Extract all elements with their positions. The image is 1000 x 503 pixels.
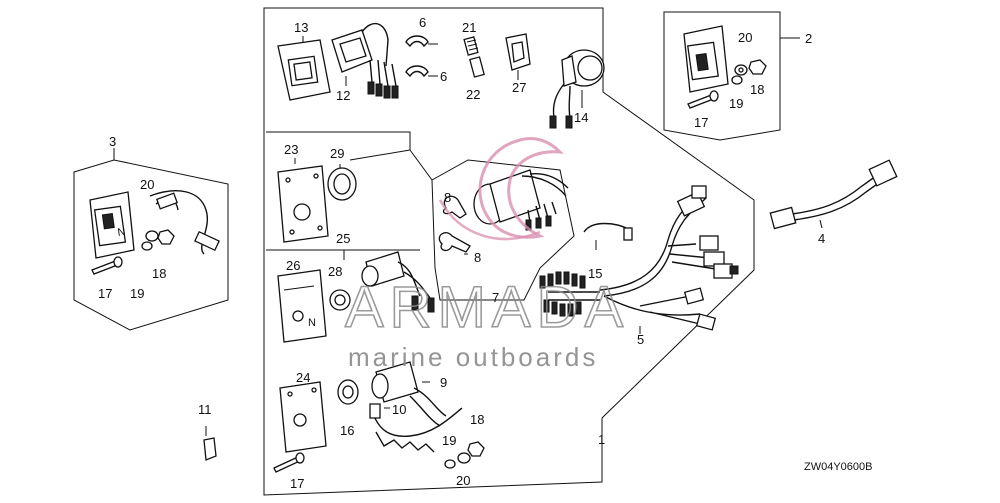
wire-10 — [369, 403, 463, 453]
ignition-switch-7 — [473, 169, 569, 231]
callout-23: 23 — [284, 142, 298, 157]
switch-panel-2 — [683, 25, 729, 93]
watermark-tagline: marine outboards — [348, 342, 598, 372]
callout-7: 7 — [492, 290, 499, 305]
callout-14: 14 — [574, 110, 588, 125]
screw-17-a — [687, 90, 719, 109]
callout-6-lower: 6 — [440, 69, 447, 84]
watermark-ornament-icon-2 — [438, 199, 541, 241]
screw-17-c — [273, 452, 305, 473]
callout-18-a: 18 — [750, 82, 764, 97]
key-8-lower — [438, 232, 471, 255]
callout-17-b: 17 — [98, 286, 112, 301]
callout-25: 25 — [336, 231, 350, 246]
clip-6-upper — [405, 35, 438, 48]
nut-16 — [337, 379, 359, 405]
inner-group-outline — [266, 131, 575, 301]
callout-19-a: 19 — [729, 96, 743, 111]
washer-20-b — [145, 230, 159, 242]
n-mark-3: N — [117, 226, 127, 239]
callout-27: 27 — [512, 80, 526, 95]
n-mark-26: N — [308, 317, 316, 329]
plate-26: N — [277, 269, 327, 343]
clip-6-lower — [405, 65, 438, 78]
callout-3: 3 — [109, 134, 116, 149]
callout-20-c: 20 — [456, 473, 470, 488]
callout-28: 28 — [328, 264, 342, 279]
screw-21 — [463, 36, 479, 56]
nut-18-c — [467, 441, 485, 457]
callout-5: 5 — [637, 332, 644, 347]
switch-9 — [371, 361, 447, 427]
callout-21: 21 — [462, 20, 476, 35]
washer-19-b — [141, 241, 153, 251]
ring-29 — [327, 164, 357, 201]
callout-2: 2 — [805, 31, 812, 46]
assembly-2-outline — [663, 11, 781, 141]
screw-17-b — [91, 256, 123, 275]
callout-9: 9 — [440, 375, 447, 390]
wire-harness-3 — [149, 190, 220, 255]
nut-18-b — [157, 229, 175, 245]
main-assembly-outline — [263, 7, 755, 496]
callout-17-a: 17 — [694, 115, 708, 130]
callout-19-b: 19 — [130, 286, 144, 301]
clip-11 — [203, 426, 217, 461]
callout-22: 22 — [466, 87, 480, 102]
callout-18-b: 18 — [152, 266, 166, 281]
callout-6-upper: 6 — [419, 15, 426, 30]
callout-20-b: 20 — [140, 177, 154, 192]
diagram-code: ZW04Y0600B — [804, 461, 872, 473]
washer-19-a — [731, 75, 743, 85]
switch-12 — [331, 22, 399, 99]
callout-26: 26 — [286, 258, 300, 273]
switch-panel-3: N — [89, 191, 135, 259]
callout-13: 13 — [294, 20, 308, 35]
callout-19-c: 19 — [442, 433, 456, 448]
watermark-brand: ARMADA — [345, 275, 629, 340]
callout-4: 4 — [818, 231, 825, 246]
callout-16: 16 — [340, 423, 354, 438]
washer-20-c — [457, 452, 471, 464]
callout-1: 1 — [598, 432, 605, 447]
callout-15: 15 — [588, 266, 602, 281]
switch-25 — [343, 250, 435, 313]
pin-22 — [469, 56, 485, 78]
callout-8-upper: 8 — [444, 190, 451, 205]
nut-18-a — [748, 59, 767, 75]
callout-18-c: 18 — [470, 412, 484, 427]
bracket-27 — [505, 33, 531, 80]
washer-19-c — [444, 459, 456, 469]
watermark: ARMADA marine outboards — [344, 137, 629, 372]
callout-11: 11 — [198, 402, 212, 417]
main-harness-5 — [539, 185, 739, 334]
callout-29: 29 — [330, 146, 344, 161]
washer-20-a — [734, 64, 748, 76]
callout-12: 12 — [336, 88, 350, 103]
plate-24 — [279, 381, 327, 453]
callout-24: 24 — [296, 370, 310, 385]
callout-10: 10 — [392, 402, 406, 417]
watermark-ornament-icon — [478, 137, 564, 239]
inner-group-divider-2 — [349, 149, 411, 161]
extension-harness-4 — [769, 159, 898, 230]
nut-28 — [329, 289, 351, 311]
callout-20-a: 20 — [738, 30, 752, 45]
callout-8-lower: 8 — [474, 250, 481, 265]
buzzer-14 — [549, 49, 605, 129]
callout-17-c: 17 — [290, 476, 304, 491]
clamp-15 — [583, 222, 633, 250]
connector-bank-5 — [539, 271, 586, 317]
plate-23 — [277, 158, 329, 243]
panel-plate-13 — [277, 36, 331, 101]
